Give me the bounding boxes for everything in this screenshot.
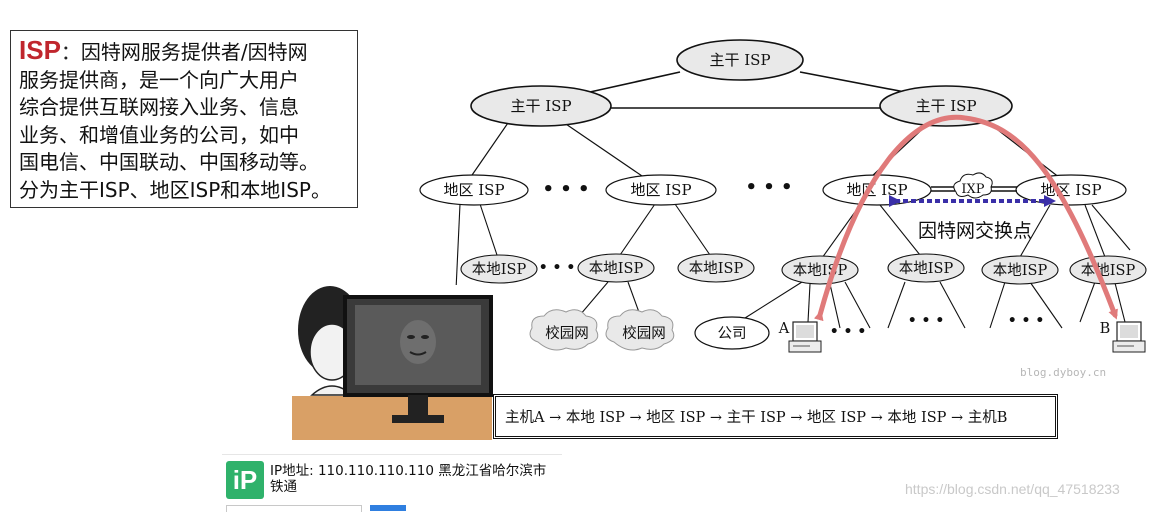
route-path-box: 主机A → 本地 ISP → 地区 ISP → 主干 ISP → 地区 ISP …: [493, 394, 1058, 439]
local-isp-2: 本地ISP: [577, 253, 655, 283]
svg-text:本地ISP: 本地ISP: [899, 260, 954, 277]
ip-search-button[interactable]: [370, 505, 406, 511]
watermark-blog: blog.dyboy.cn: [1020, 366, 1107, 379]
backbone-left-node: 主干 ISP: [470, 85, 612, 127]
definition-separator: ：: [60, 40, 81, 64]
meme-image: [292, 285, 493, 440]
region-links: [469, 119, 1061, 179]
ellipsis-dots-3: • • •: [539, 260, 576, 276]
backbone-links: [589, 71, 906, 109]
svg-text:本地ISP: 本地ISP: [793, 262, 848, 279]
leaf-links: [579, 281, 1126, 329]
campus-network-2: 校园网: [605, 309, 675, 351]
ip-search-input[interactable]: [226, 505, 362, 512]
ip-address-text: IP地址: 110.110.110.110 黑龙江省哈尔滨市 铁通: [270, 463, 547, 495]
company-node: 公司: [694, 316, 770, 350]
svg-text:本地ISP: 本地ISP: [993, 262, 1048, 279]
backbone-right-label: 主干 ISP: [915, 97, 976, 115]
ixp-caption: 因特网交换点: [918, 220, 1032, 242]
ixp-node: IXP: [931, 172, 1017, 199]
svg-text:校园网: 校园网: [622, 325, 666, 342]
definition-line-5: 国电信、中国联动、中国移动等。: [19, 150, 319, 174]
definition-text: ISP：因特网服务提供者/因特网 服务提供商，是一个向广大用户 综合提供互联网接…: [19, 35, 349, 204]
svg-text:地区 ISP: 地区 ISP: [630, 181, 691, 199]
backbone-top-node: 主干 ISP: [676, 39, 804, 81]
svg-text:本地ISP: 本地ISP: [1081, 262, 1136, 279]
svg-text:地区 ISP: 地区 ISP: [1040, 181, 1101, 199]
local-isp-4: 本地ISP: [781, 255, 859, 285]
ixp-label: IXP: [961, 182, 984, 197]
ellipsis-dots-6: • • •: [1008, 313, 1045, 329]
definition-line-1: 因特网服务提供者/因特网: [80, 40, 308, 64]
svg-text:本地ISP: 本地ISP: [589, 260, 644, 277]
definition-line-3: 综合提供互联网接入业务、信息: [19, 95, 299, 119]
ellipsis-dots-1: • • •: [542, 179, 589, 200]
region-node-2: 地区 ISP: [605, 174, 717, 206]
campus-network-1: 校园网: [529, 309, 599, 351]
definition-line-4: 业务、和增值业务的公司，如中: [19, 122, 299, 147]
host-b-computer-icon: [1112, 321, 1146, 353]
route-arrow: [813, 114, 1118, 322]
svg-text:本地ISP: 本地ISP: [689, 260, 744, 277]
local-isp-3: 本地ISP: [677, 253, 755, 283]
ip-logo-icon: iP: [226, 461, 264, 499]
definition-line-6: 分为主干ISP、地区ISP和本地ISP。: [19, 177, 331, 202]
backbone-right-node: 主干 ISP: [879, 85, 1013, 127]
ellipsis-dots-2: • • •: [745, 177, 792, 198]
svg-text:公司: 公司: [718, 326, 747, 342]
host-a-label: A: [778, 321, 790, 337]
local-isp-6: 本地ISP: [981, 255, 1059, 285]
definition-line-2: 服务提供商，是一个向广大用户: [19, 67, 299, 92]
local-isp-5: 本地ISP: [887, 253, 965, 283]
svg-text:校园网: 校园网: [545, 325, 589, 342]
ellipsis-dots-5: • • •: [908, 313, 945, 329]
local-links: [455, 203, 1131, 291]
isp-definition-box: ISP：因特网服务提供者/因特网 服务提供商，是一个向广大用户 综合提供互联网接…: [10, 30, 358, 208]
host-b-label: B: [1100, 321, 1111, 337]
local-isp-1: 本地ISP: [460, 254, 538, 284]
svg-text:地区 ISP: 地区 ISP: [443, 181, 504, 199]
svg-text:地区 ISP: 地区 ISP: [846, 181, 907, 199]
local-isp-7: 本地ISP: [1069, 255, 1147, 285]
ellipsis-dots-4: • • •: [830, 324, 867, 340]
region-node-1: 地区 ISP: [419, 174, 529, 206]
svg-text:本地ISP: 本地ISP: [472, 261, 527, 278]
backbone-top-label: 主干 ISP: [709, 51, 770, 69]
definition-term: ISP: [19, 35, 61, 65]
route-path-text: 主机A → 本地 ISP → 地区 ISP → 主干 ISP → 地区 ISP …: [505, 410, 1008, 426]
watermark-csdn: https://blog.csdn.net/qq_47518233: [905, 481, 1120, 497]
host-a-computer-icon: [788, 321, 822, 353]
ip-widget: iP IP地址: 110.110.110.110 黑龙江省哈尔滨市 铁通: [222, 454, 562, 512]
backbone-left-label: 主干 ISP: [510, 97, 571, 115]
